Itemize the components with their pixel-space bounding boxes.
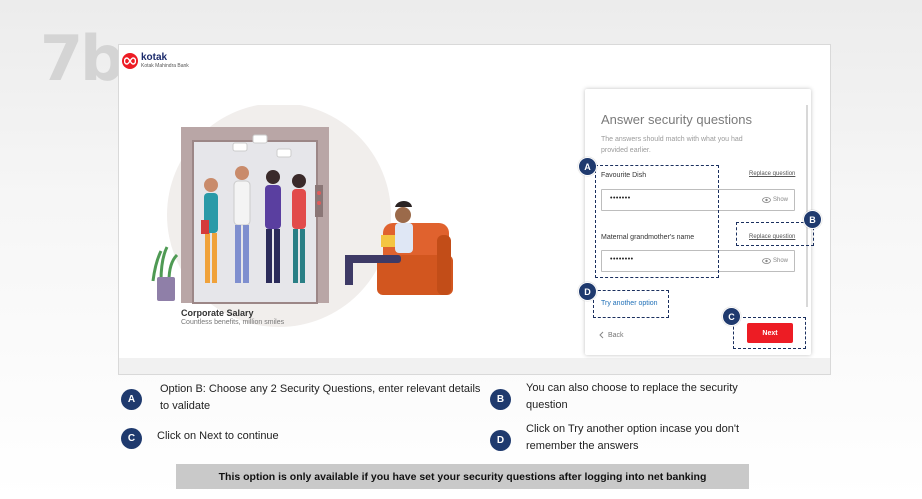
legend-marker-d: D [490, 430, 511, 451]
brand-name: kotak [141, 52, 168, 63]
marker-d: D [578, 282, 597, 301]
show-answer-1-label: Show [772, 197, 788, 203]
back-button[interactable]: Back [599, 331, 624, 339]
eye-icon [762, 258, 771, 264]
promo-subtitle: Countless benefits, million smiles [181, 319, 285, 326]
screen-footer-band [119, 358, 830, 374]
legend-text-a: Option B: Choose any 2 Security Question… [160, 383, 481, 412]
promo-caption: Corporate Salary Countless benefits, mil… [181, 308, 284, 326]
show-answer-1-toggle[interactable]: Show [762, 197, 788, 203]
highlight-box-b [736, 222, 814, 246]
marker-c: C [722, 307, 741, 326]
brand-subtitle: Kotak Mahindra Bank [141, 63, 189, 69]
back-label: Back [608, 331, 624, 339]
marker-b: B [803, 210, 822, 229]
show-answer-2-label: Show [772, 258, 788, 264]
security-question-card: Answer security questions The answers sh… [585, 89, 811, 355]
question-1-answer-input[interactable]: ••••••• Show [601, 189, 795, 211]
next-button[interactable]: Next [747, 323, 793, 343]
try-another-option-link[interactable]: Try another option [601, 300, 658, 307]
marker-a: A [578, 157, 597, 176]
question-1-answer-value: ••••••• [610, 195, 631, 202]
chevron-left-icon [599, 331, 604, 339]
question-2-answer-value: •••••••• [610, 256, 634, 263]
question-1-label: Favourite Dish [601, 172, 647, 179]
login-screen: kotak Kotak Mahindra Bank [118, 44, 831, 375]
replace-question-2-link[interactable]: Replace question [749, 234, 796, 240]
form-description: The answers should match with what you h… [601, 136, 743, 154]
form-title: Answer security questions [601, 112, 753, 127]
card-scrollbar[interactable] [806, 105, 808, 307]
replace-question-1-link[interactable]: Replace question [749, 171, 796, 177]
highlight-box-a [595, 165, 719, 278]
step-number: 7b [40, 22, 125, 95]
question-2-answer-input[interactable]: •••••••• Show [601, 250, 795, 272]
highlight-box-c [733, 317, 806, 349]
legend-text-b: You can also choose to replace the secur… [526, 382, 738, 411]
promo-title: Corporate Salary [181, 308, 254, 318]
legend-marker-b: B [490, 389, 511, 410]
brand-logo: kotak Kotak Mahindra Bank [122, 53, 189, 69]
legend-marker-c: C [121, 428, 142, 449]
highlight-box-d [593, 290, 669, 318]
legend-marker-a: A [121, 389, 142, 410]
availability-note: This option is only available if you hav… [176, 464, 749, 489]
legend-text-d: Click on Try another option incase you d… [526, 423, 740, 452]
legend-text-c: Click on Next to continue [157, 430, 279, 442]
eye-icon [762, 197, 771, 203]
show-answer-2-toggle[interactable]: Show [762, 258, 788, 264]
question-2-label: Maternal grandmother's name [601, 234, 695, 241]
kotak-infinity-logo-icon [122, 53, 138, 69]
elevator-illustration [151, 105, 453, 327]
